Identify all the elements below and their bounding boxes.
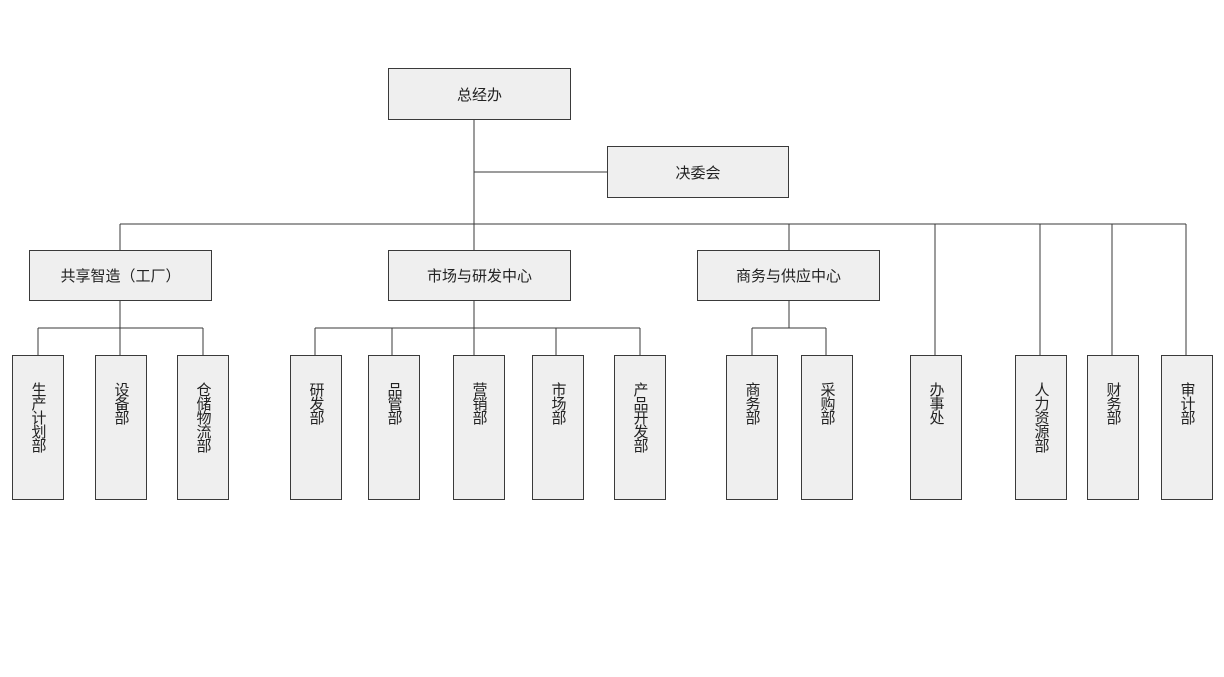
department-label: 市场部 — [549, 382, 568, 424]
center-node-business-supply: 商务与供应中心 — [697, 250, 880, 301]
department-node: 仓储物流部 — [177, 355, 229, 500]
department-label: 营销部 — [470, 382, 489, 424]
department-label: 财务部 — [1104, 382, 1123, 424]
advisory-node: 决委会 — [607, 146, 789, 198]
department-label: 品管部 — [385, 382, 404, 424]
department-node: 生产计划部 — [12, 355, 64, 500]
department-label: 生产计划部 — [29, 382, 48, 452]
root-node: 总经办 — [388, 68, 571, 120]
center-label: 市场与研发中心 — [426, 267, 532, 285]
department-node: 市场部 — [532, 355, 584, 500]
department-label: 采购部 — [818, 382, 837, 424]
department-label: 设备部 — [112, 382, 131, 424]
advisory-label: 决委会 — [675, 163, 721, 182]
department-node: 营销部 — [453, 355, 505, 500]
center-node-manufacturing: 共享智造（工厂） — [29, 250, 212, 301]
department-label: 产品开发部 — [631, 382, 650, 452]
department-node: 品管部 — [368, 355, 420, 500]
department-node: 产品开发部 — [614, 355, 666, 500]
department-label: 商务部 — [743, 382, 762, 424]
department-label: 仓储物流部 — [194, 382, 213, 452]
department-node: 财务部 — [1087, 355, 1139, 500]
department-label: 研发部 — [307, 382, 326, 424]
department-node: 设备部 — [95, 355, 147, 500]
department-label: 人力资源部 — [1032, 382, 1051, 452]
department-node: 办事处 — [910, 355, 962, 500]
department-node: 研发部 — [290, 355, 342, 500]
center-label: 共享智造（工厂） — [60, 267, 181, 285]
department-node: 采购部 — [801, 355, 853, 500]
department-node: 人力资源部 — [1015, 355, 1067, 500]
department-node: 审计部 — [1161, 355, 1213, 500]
department-label: 办事处 — [927, 382, 946, 424]
root-label: 总经办 — [456, 85, 502, 104]
center-label: 商务与供应中心 — [735, 267, 841, 285]
department-node: 商务部 — [726, 355, 778, 500]
department-label: 审计部 — [1178, 382, 1197, 424]
center-node-market-rd: 市场与研发中心 — [388, 250, 571, 301]
